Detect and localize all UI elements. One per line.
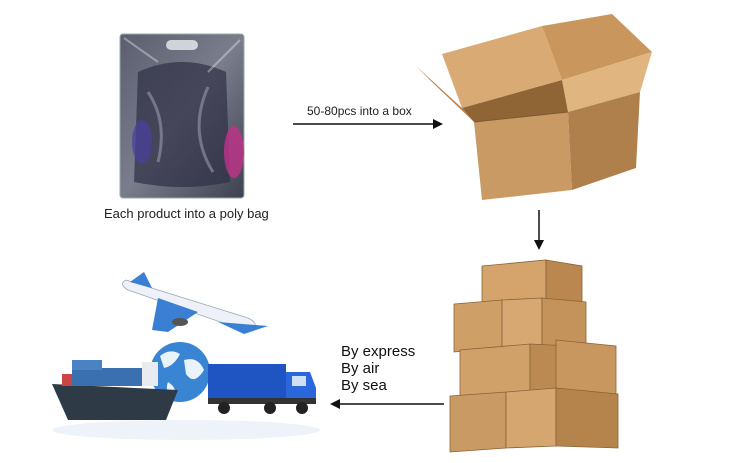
arrow-down — [533, 210, 545, 250]
mode-sea: By sea — [341, 377, 415, 394]
shipping-modes: By express By air By sea — [341, 343, 415, 394]
box-arrow-label: 50-80pcs into a box — [307, 104, 412, 118]
airplane-icon — [122, 272, 268, 334]
open-box-icon — [412, 12, 658, 202]
poly-bag-icon — [118, 32, 246, 200]
arrow-left — [330, 398, 444, 410]
mode-air: By air — [341, 360, 415, 377]
truck-icon — [208, 364, 316, 414]
box-stack-icon — [446, 256, 622, 456]
open-box — [412, 12, 658, 202]
poly-bag-product — [118, 32, 246, 200]
poly-bag-caption: Each product into a poly bag — [104, 206, 269, 221]
logistics-illustration — [48, 270, 324, 446]
box-stack — [446, 256, 622, 456]
mode-express: By express — [341, 343, 415, 360]
